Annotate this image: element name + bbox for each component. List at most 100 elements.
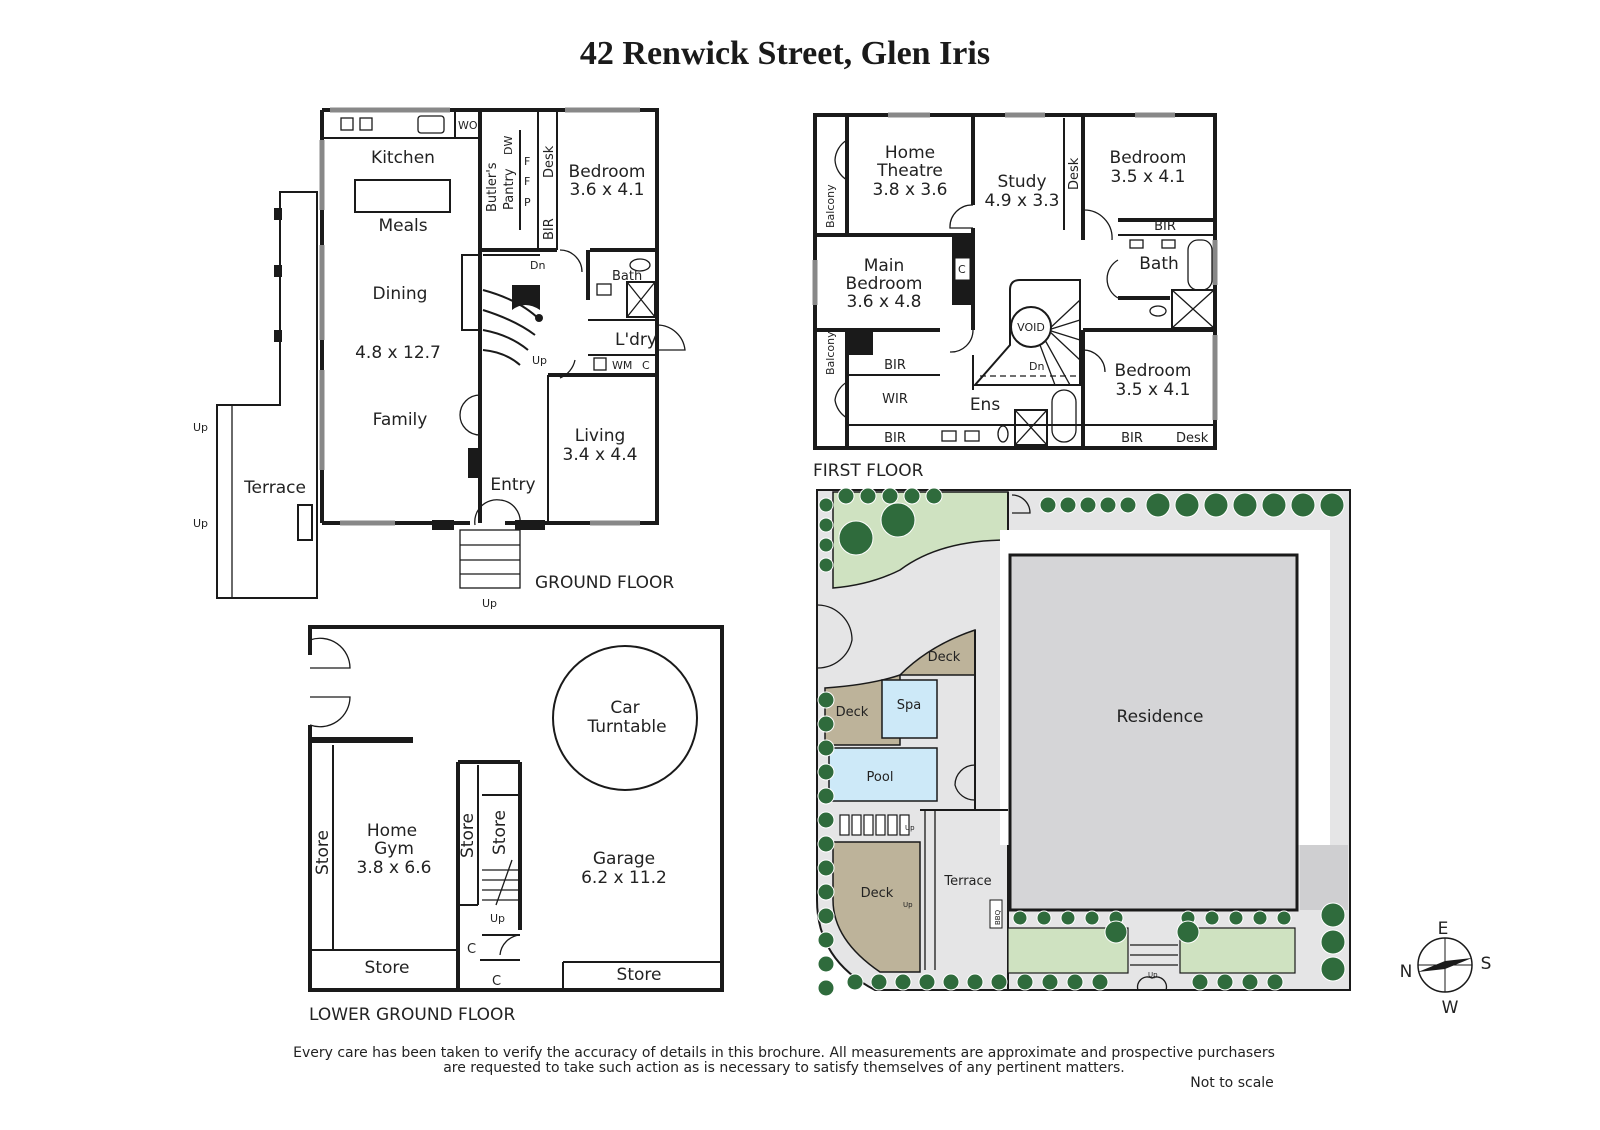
cooktop-icon bbox=[417, 115, 445, 134]
shower-icon bbox=[626, 281, 656, 318]
label-wo: WO bbox=[458, 119, 478, 132]
tree-icon bbox=[817, 835, 835, 853]
tree-icon bbox=[1174, 492, 1200, 518]
tree-icon bbox=[1228, 910, 1244, 926]
label-car-turntable: Car bbox=[610, 698, 639, 718]
tree-icon bbox=[818, 517, 834, 533]
label-wm: WM bbox=[612, 359, 632, 372]
label-store: Store bbox=[490, 810, 510, 855]
label-spa: Spa bbox=[897, 698, 921, 713]
room-label-dining: Dining bbox=[373, 284, 428, 304]
label-store: Store bbox=[365, 958, 410, 978]
tree-icon bbox=[903, 487, 921, 505]
tree-icon bbox=[880, 502, 916, 538]
tree-icon bbox=[1319, 492, 1345, 518]
label-fridge: F bbox=[524, 175, 530, 188]
compass-west: W bbox=[1442, 998, 1459, 1018]
tree-icon bbox=[818, 497, 834, 513]
label-desk: Desk bbox=[1067, 157, 1082, 190]
bathtub-icon bbox=[1051, 389, 1077, 443]
compass: E S W N bbox=[1400, 919, 1492, 1018]
tree-icon bbox=[1041, 973, 1059, 991]
deck-area bbox=[832, 841, 921, 973]
disclaimer-line-2: are requested to take such action as is … bbox=[443, 1060, 1125, 1076]
room-size-bedroom: 3.5 x 4.1 bbox=[1111, 167, 1186, 187]
first-floor-plan: Balcony Home Theatre 3.8 x 3.6 Study 4.9… bbox=[812, 112, 1218, 481]
tree-icon bbox=[1012, 910, 1028, 926]
spa bbox=[881, 679, 938, 739]
compass-east: E bbox=[1438, 919, 1449, 939]
room-label-wir: WIR bbox=[882, 392, 908, 407]
paved-area bbox=[1300, 845, 1348, 910]
tree-icon bbox=[859, 487, 877, 505]
tree-icon bbox=[1016, 973, 1034, 991]
door-swing bbox=[459, 394, 481, 436]
shower-icon bbox=[1014, 409, 1048, 446]
label-store: Store bbox=[313, 830, 333, 875]
label-balcony: Balcony bbox=[824, 184, 837, 228]
label-residence: Residence bbox=[1117, 707, 1204, 727]
room-size-kitchen-dining: 4.8 x 12.7 bbox=[355, 343, 441, 363]
label-car-turntable: Turntable bbox=[586, 717, 666, 737]
room-size-home-theatre: 3.8 x 3.6 bbox=[873, 180, 948, 200]
tree-icon bbox=[1066, 973, 1084, 991]
tree-icon bbox=[817, 883, 835, 901]
toilet-icon bbox=[629, 258, 651, 272]
label-deck: Deck bbox=[836, 705, 869, 720]
trough-icon bbox=[593, 357, 607, 371]
vanity-icon bbox=[941, 430, 957, 442]
label-up: Up bbox=[193, 517, 208, 530]
label-bbq: BBQ bbox=[994, 909, 1002, 925]
tree-icon bbox=[918, 973, 936, 991]
door-swing bbox=[656, 324, 686, 351]
room-label-kitchen: Kitchen bbox=[371, 148, 435, 168]
label-void: VOID bbox=[1017, 321, 1045, 334]
tree-icon bbox=[838, 520, 874, 556]
tree-icon bbox=[1266, 973, 1284, 991]
label-deck: Deck bbox=[861, 886, 894, 901]
tree-icon bbox=[870, 973, 888, 991]
tree-icon bbox=[966, 973, 984, 991]
post bbox=[274, 265, 282, 277]
tree-icon bbox=[990, 973, 1008, 991]
not-to-scale-note: Not to scale bbox=[1190, 1075, 1274, 1091]
label-bir: BIR bbox=[1154, 219, 1176, 234]
room-label-home-gym: Gym bbox=[374, 839, 414, 859]
stair-treads bbox=[1039, 299, 1081, 386]
room-size-garage: 6.2 x 11.2 bbox=[581, 868, 667, 888]
column bbox=[468, 448, 480, 478]
room-label-entry: Entry bbox=[490, 475, 535, 495]
tree-icon bbox=[1079, 496, 1097, 514]
tree-icon bbox=[817, 811, 835, 829]
toilet-icon bbox=[997, 425, 1009, 443]
tree-icon bbox=[1290, 492, 1316, 518]
label-butlers: Butler's bbox=[485, 162, 500, 212]
hedge-trees bbox=[817, 487, 1346, 997]
label-c: C bbox=[467, 942, 476, 957]
tree-icon bbox=[817, 691, 835, 709]
tree-icon bbox=[817, 955, 835, 973]
label-up: Up bbox=[193, 421, 208, 434]
label-bir: BIR bbox=[884, 358, 906, 373]
front-steps bbox=[1130, 944, 1178, 966]
bathtub-icon bbox=[1187, 239, 1213, 291]
vanity-icon bbox=[964, 430, 980, 442]
label-up: Up bbox=[905, 824, 915, 832]
label-terrace: Terrace bbox=[943, 874, 991, 889]
tree-icon bbox=[1060, 910, 1076, 926]
tree-icon bbox=[1176, 920, 1200, 944]
stairs bbox=[482, 859, 518, 906]
floor-label-ground: GROUND FLOOR bbox=[535, 573, 674, 593]
room-label-family: Family bbox=[373, 410, 428, 430]
tree-icon bbox=[1252, 910, 1268, 926]
tree-icon bbox=[1084, 910, 1100, 926]
car-turntable bbox=[552, 645, 698, 791]
shower-icon bbox=[626, 281, 656, 318]
label-dn: Dn bbox=[1029, 360, 1044, 373]
label-up: Up bbox=[903, 901, 913, 909]
room-size-bedroom: 3.5 x 4.1 bbox=[1116, 380, 1191, 400]
tree-icon bbox=[818, 537, 834, 553]
tree-icon bbox=[1036, 910, 1052, 926]
lawn bbox=[832, 491, 1009, 589]
tree-icon bbox=[1039, 496, 1057, 514]
